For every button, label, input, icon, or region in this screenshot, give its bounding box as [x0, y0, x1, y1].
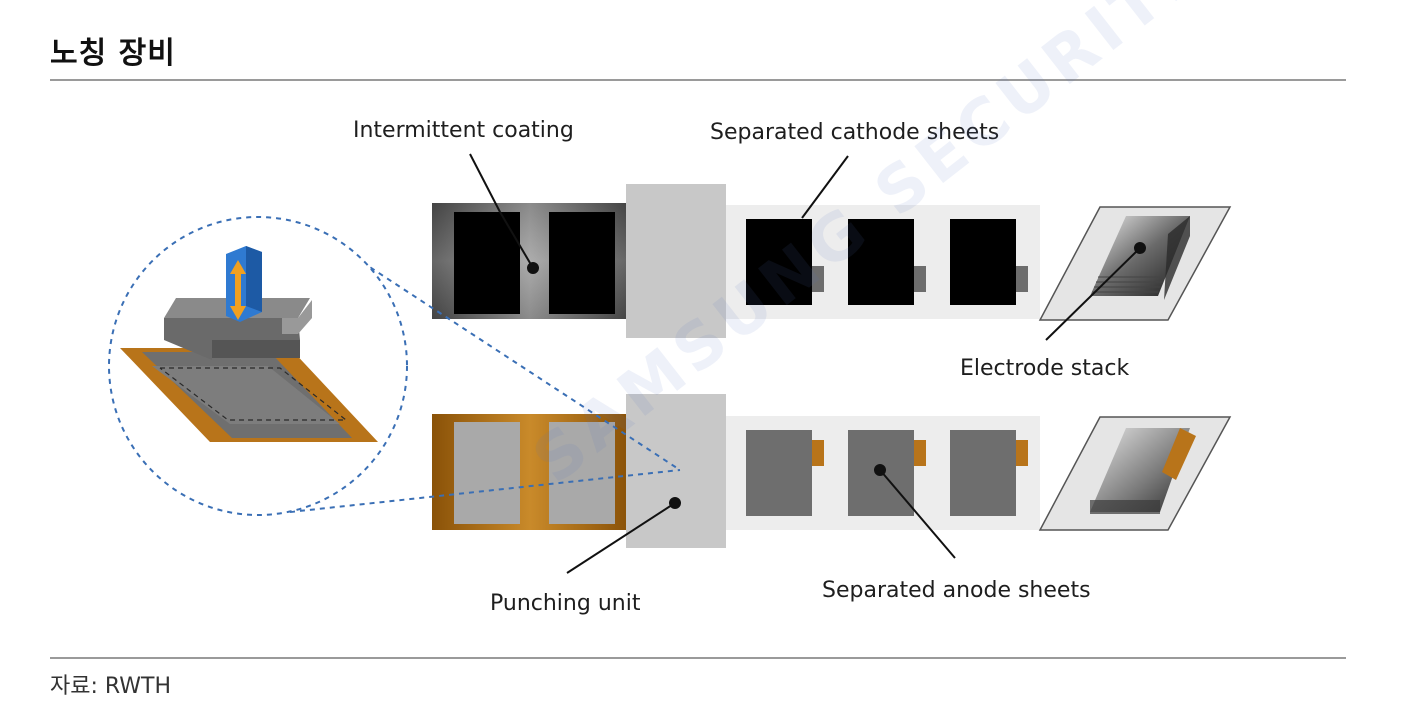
title-divider	[50, 79, 1346, 81]
label-separated-cathode-sheets: Separated cathode sheets	[710, 120, 1000, 145]
cathode-sheets-strip	[726, 205, 1040, 319]
cathode-coated-foil	[432, 203, 628, 319]
electrode-stack-anode	[1038, 416, 1232, 531]
anode-coated-foil	[432, 414, 628, 530]
punch-unit-top	[626, 184, 726, 338]
label-separated-anode-sheets: Separated anode sheets	[822, 578, 1091, 603]
footer-divider	[50, 657, 1346, 659]
label-punching-unit: Punching unit	[490, 591, 641, 616]
label-electrode-stack: Electrode stack	[960, 356, 1130, 381]
leader-lines	[469, 153, 1146, 574]
source-note: 자료: RWTH	[50, 674, 172, 699]
page-title: 노칭 장비	[50, 36, 176, 71]
electrode-stack-cathode	[1038, 206, 1232, 321]
punch-unit-bottom	[626, 394, 726, 548]
zoom-detail	[108, 216, 681, 516]
label-intermittent-coating: Intermittent coating	[353, 118, 574, 143]
